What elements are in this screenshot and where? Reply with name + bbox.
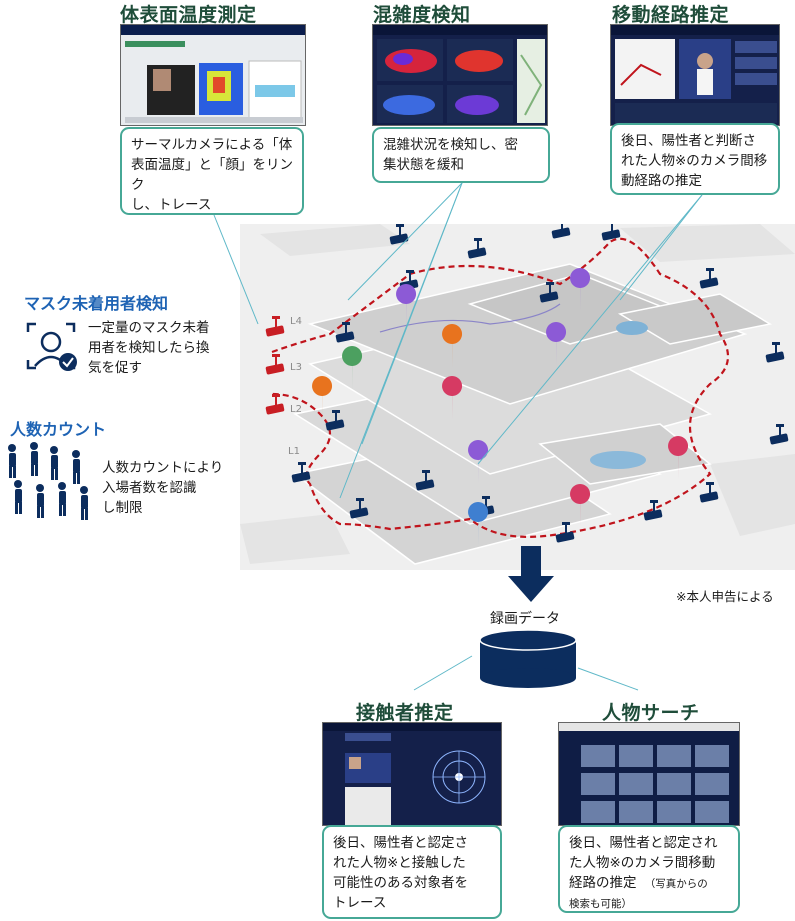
thermal-desc-line: 表面温度」と「顔」をリンク: [131, 157, 293, 193]
congestion-callout: 混雑状況を検知し、密 集状態を緩和: [372, 127, 550, 183]
database-icon: [479, 629, 577, 688]
contact-screenshot-art: [323, 723, 501, 825]
congestion-screenshot: [372, 24, 548, 126]
contact-callout: 後日、陽性者と認定さ れた人物※と接触した 可能性のある対象者を トレース: [322, 825, 502, 919]
thermal-title: 体表面温度測定: [120, 4, 257, 26]
contact-desc-line: れた人物※と接触した: [333, 855, 466, 871]
search-screenshot: [558, 722, 740, 826]
search-screenshot-art: [559, 723, 739, 823]
search-desc-line: 経路の推定 （写真からの: [569, 873, 729, 894]
mask-desc-line: 用者を検知したら換: [88, 340, 210, 356]
thermal-screenshot: [120, 24, 306, 126]
route-desc-line: 後日、陽性者と判断さ: [621, 133, 756, 149]
route-title: 移動経路推定: [612, 4, 730, 26]
floor-label-l4: L4: [290, 316, 302, 327]
search-desc-line: た人物※のカメラ間移動: [569, 855, 716, 871]
thermal-callout: サーマルカメラによる「体 表面温度」と「顔」をリンク し、トレース: [120, 127, 304, 215]
mask-desc-line: 気を促す: [88, 360, 142, 376]
thermal-desc-line: サーマルカメラによる「体: [131, 137, 293, 153]
search-desc-last: 経路の推定: [569, 875, 637, 891]
congestion-screenshot-art: [373, 25, 547, 123]
mask-desc: 一定量のマスク未着 用者を検知したら換 気を促す: [88, 318, 210, 378]
contact-desc-line: 可能性のある対象者を: [333, 875, 468, 891]
count-title: 人数カウント: [10, 420, 107, 439]
count-desc-line: し制限: [102, 500, 143, 516]
face-scan-icon: [26, 322, 77, 371]
contact-desc-line: 後日、陽性者と認定さ: [333, 835, 468, 851]
count-desc: 人数カウントにより 入場者数を認識 し制限: [102, 458, 223, 518]
count-desc-line: 人数カウントにより: [102, 460, 224, 476]
search-desc-line: 後日、陽性者と認定され: [569, 835, 718, 851]
route-desc-line: れた人物※のカメラ間移: [621, 153, 768, 169]
self-report-note: ※本人申告による: [676, 589, 774, 604]
search-desc-small: 検索も可能）: [569, 898, 632, 910]
search-callout: 後日、陽性者と認定され た人物※のカメラ間移動 経路の推定 （写真からの 検索も…: [558, 825, 740, 913]
mask-desc-line: 一定量のマスク未着: [88, 320, 210, 336]
search-desc-small: （写真からの: [650, 878, 708, 890]
mask-title: マスク未着用者検知: [24, 294, 169, 313]
down-arrow-icon: [508, 546, 554, 602]
count-desc-line: 入場者数を認識: [102, 480, 197, 496]
route-screenshot: [610, 24, 780, 126]
contact-desc-line: トレース: [333, 895, 387, 911]
contact-screenshot: [322, 722, 502, 826]
route-desc-line: 動経路の推定: [621, 173, 702, 189]
crowd-icon: [8, 442, 88, 520]
congestion-desc-line: 混雑状況を検知し、密: [383, 137, 518, 153]
floor-label-l1: L1: [288, 446, 300, 457]
db-label: 録画データ: [490, 611, 560, 627]
route-callout: 後日、陽性者と判断さ れた人物※のカメラ間移 動経路の推定: [610, 123, 780, 195]
thermal-screenshot-art: [121, 25, 305, 123]
route-screenshot-art: [611, 25, 779, 123]
contact-title: 接触者推定: [356, 702, 454, 724]
congestion-desc-line: 集状態を緩和: [383, 157, 464, 173]
floor-map: L4 L3 L2 L1: [240, 218, 795, 570]
congestion-title: 混雑度検知: [373, 4, 471, 26]
floor-label-l3: L3: [290, 362, 302, 373]
search-title: 人物サーチ: [602, 702, 700, 724]
floor-label-l2: L2: [290, 404, 302, 415]
thermal-desc-line: し、トレース: [131, 197, 212, 213]
floor-map-art: [240, 218, 795, 565]
